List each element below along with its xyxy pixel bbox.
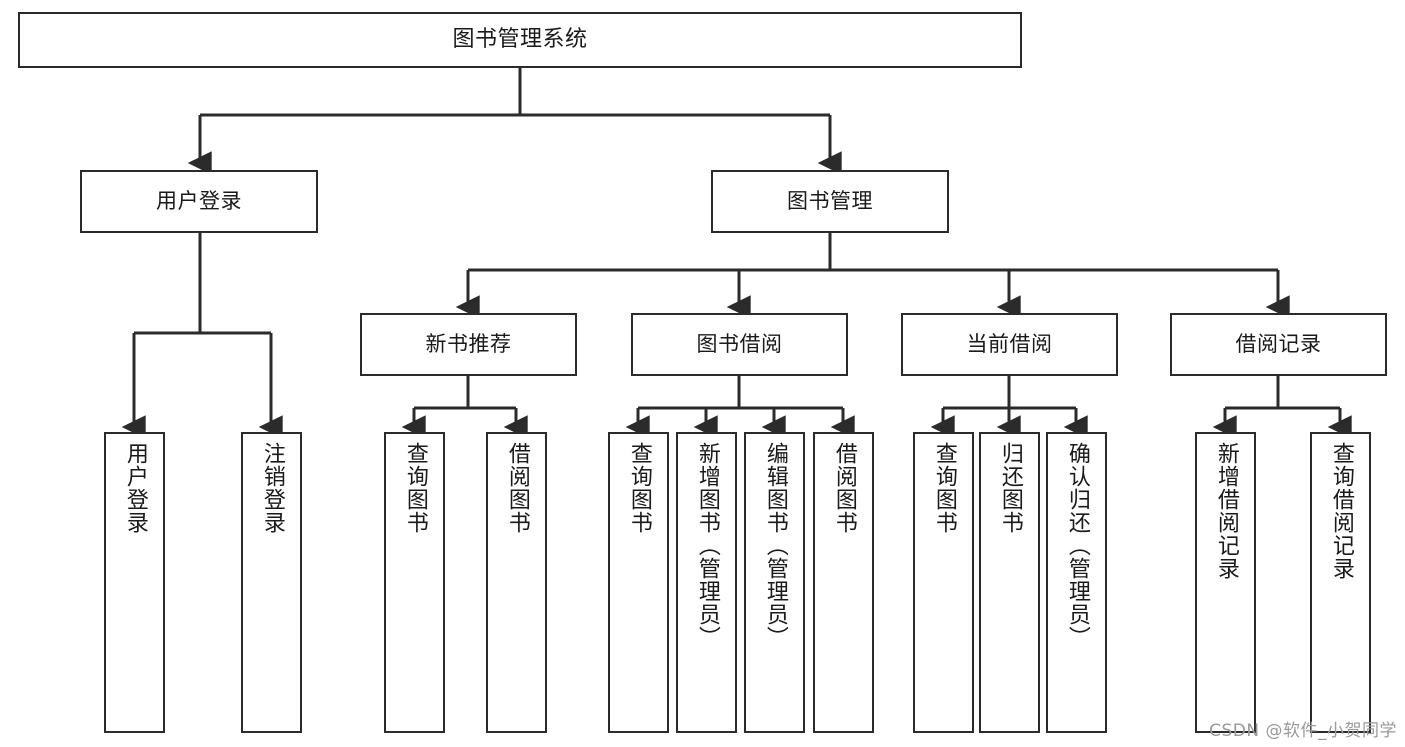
node-leaf-query-book-2[interactable]: 查询图书 (608, 432, 669, 733)
node-label: 图书管理系统 (452, 27, 588, 53)
node-new-book-rec[interactable]: 新书推荐 (360, 313, 577, 376)
node-label: 确认归还（管理员） (1064, 442, 1090, 649)
node-leaf-logout[interactable]: 注销登录 (241, 432, 302, 733)
node-label: 新增图书（管理员） (694, 442, 720, 649)
node-label: 注销登录 (259, 442, 285, 534)
node-label: 借阅图书 (504, 442, 530, 534)
node-leaf-query-book-3[interactable]: 查询图书 (913, 432, 974, 733)
node-label: 借阅图书 (831, 442, 857, 534)
node-label: 新书推荐 (425, 332, 512, 357)
node-leaf-query-book-1[interactable]: 查询图书 (384, 432, 445, 733)
node-borrow-record[interactable]: 借阅记录 (1170, 313, 1387, 376)
node-leaf-user-login[interactable]: 用户登录 (104, 432, 165, 733)
node-label: 用户登录 (122, 442, 148, 534)
node-label: 编辑图书（管理员） (762, 442, 788, 649)
node-label: 查询图书 (402, 442, 428, 534)
node-leaf-return-book[interactable]: 归还图书 (979, 432, 1040, 733)
node-label: 当前借阅 (966, 332, 1053, 357)
node-label: 归还图书 (997, 442, 1023, 534)
node-label: 查询图书 (931, 442, 957, 534)
node-label: 新增借阅记录 (1213, 442, 1239, 580)
node-label: 查询借阅记录 (1328, 442, 1354, 580)
node-label: 用户登录 (156, 189, 242, 214)
node-leaf-confirm-return[interactable]: 确认归还（管理员） (1046, 432, 1107, 733)
node-leaf-borrow-book-2[interactable]: 借阅图书 (813, 432, 874, 733)
node-leaf-add-book[interactable]: 新增图书（管理员） (676, 432, 737, 733)
node-leaf-add-record[interactable]: 新增借阅记录 (1195, 432, 1256, 733)
watermark-text: CSDN @软件_小贺同学 (1209, 721, 1397, 741)
node-label: 借阅记录 (1235, 332, 1322, 357)
node-book-manage[interactable]: 图书管理 (711, 170, 949, 233)
node-label: 查询图书 (626, 442, 652, 534)
node-label: 图书管理 (787, 189, 873, 214)
node-user-login[interactable]: 用户登录 (80, 170, 318, 233)
node-root-system[interactable]: 图书管理系统 (18, 12, 1022, 68)
node-label: 图书借阅 (696, 332, 783, 357)
node-book-borrow[interactable]: 图书借阅 (631, 313, 848, 376)
node-leaf-query-record[interactable]: 查询借阅记录 (1310, 432, 1371, 733)
node-leaf-edit-book[interactable]: 编辑图书（管理员） (744, 432, 805, 733)
node-leaf-borrow-book-1[interactable]: 借阅图书 (486, 432, 547, 733)
node-current-borrow[interactable]: 当前借阅 (901, 313, 1118, 376)
